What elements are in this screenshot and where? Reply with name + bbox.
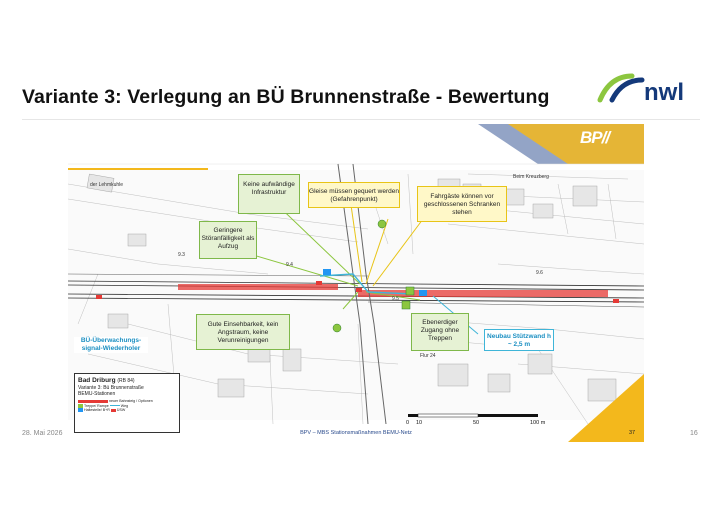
plan-label-km-4: 9.6 bbox=[536, 270, 543, 276]
plan-label-km-1: 9.3 bbox=[178, 252, 185, 258]
plan-label-km-2: 9.4 bbox=[286, 262, 293, 268]
legend-item-way: Weg bbox=[120, 403, 129, 408]
callout-schranken: Fahrgäste können vor geschlossenen Schra… bbox=[417, 186, 507, 222]
slide-footer-text: BPV – MBS Stationsmaßnahmen BEMU-Netz bbox=[300, 430, 412, 436]
callout-stuetzwand: Neubau Stützwand h ~ 2,5 m bbox=[484, 329, 554, 351]
callout-stoeranfaelligkeit: Geringere Störanfälligkeit als Aufzug bbox=[199, 221, 257, 259]
bue-signal-markers bbox=[96, 281, 619, 303]
slide-number: 37 bbox=[629, 430, 636, 436]
callout-gleise-queren: Gleise müssen gequert werden (Gefahrenpu… bbox=[308, 182, 400, 208]
callout-ebenerdig: Ebenerdiger Zugang ohne Treppen bbox=[411, 313, 469, 351]
bue-label: BÜ-Überwachungs-signal-Wiederholer bbox=[74, 337, 148, 353]
scale-tick-10: 10 bbox=[416, 420, 423, 426]
map-legend: Bad Driburg (RB 84) Variante 3: Bü Brunn… bbox=[74, 373, 180, 433]
legend-item-stop: Haltestelle/ B+R bbox=[84, 408, 110, 412]
bpv-logo: BP// bbox=[580, 128, 610, 147]
legend-line-2: BEMU-Stationen bbox=[78, 391, 116, 397]
road-brunnenstrasse bbox=[337, 163, 387, 425]
platform-north bbox=[178, 284, 338, 290]
plan-label-kreuzberg: Beim Kreuzberg bbox=[513, 174, 549, 180]
scale-tick-100: 100 m bbox=[530, 420, 546, 426]
stairs-markers bbox=[323, 219, 427, 333]
legend-item-stairs: Treppe/ Rampe bbox=[83, 403, 109, 408]
callout-keine-infrastruktur: Keine aufwändige Infrastruktur bbox=[238, 174, 300, 214]
footer-page-number: 16 bbox=[690, 430, 698, 437]
scale-bar bbox=[408, 413, 538, 418]
plan-label-flur: Flur 24 bbox=[420, 353, 436, 359]
platform-south bbox=[358, 290, 608, 297]
bpv-band-gold bbox=[508, 124, 644, 164]
page-title: Variante 3: Verlegung an BÜ Brunnenstraß… bbox=[22, 86, 550, 108]
footer-date: 28. Mai 2026 bbox=[22, 430, 63, 437]
embedded-slide: BP// der Lehmkuhle Beim Kreuzberg 9.3 9.… bbox=[68, 124, 644, 442]
callout-einsehbarkeit: Gute Einsehbarkeit, kein Angstraum, kein… bbox=[196, 314, 290, 350]
railway-tracks bbox=[68, 273, 644, 308]
scale-tick-0: 0 bbox=[406, 420, 410, 426]
footpath bbox=[319, 273, 414, 295]
legend-line-1: Variante 3: Bü Brunnenstraße bbox=[78, 385, 144, 391]
bpv-corner-gold bbox=[568, 374, 644, 442]
logo-text: nwl bbox=[644, 79, 684, 106]
legend-item-platform: neuer Bahnsteig / Optionen bbox=[109, 399, 153, 403]
legend-item-bue: ÜSW bbox=[116, 408, 126, 412]
scale-tick-50: 50 bbox=[473, 420, 480, 426]
legend-title-suffix: (RB 84) bbox=[117, 378, 135, 384]
nwl-logo: nwl bbox=[597, 73, 684, 106]
plan-label-lehmkuhle: der Lehmkuhle bbox=[90, 182, 124, 188]
legend-title: Bad Driburg bbox=[78, 377, 116, 384]
title-separator bbox=[22, 119, 700, 120]
plan-label-km-3: 9.5 bbox=[392, 296, 399, 302]
